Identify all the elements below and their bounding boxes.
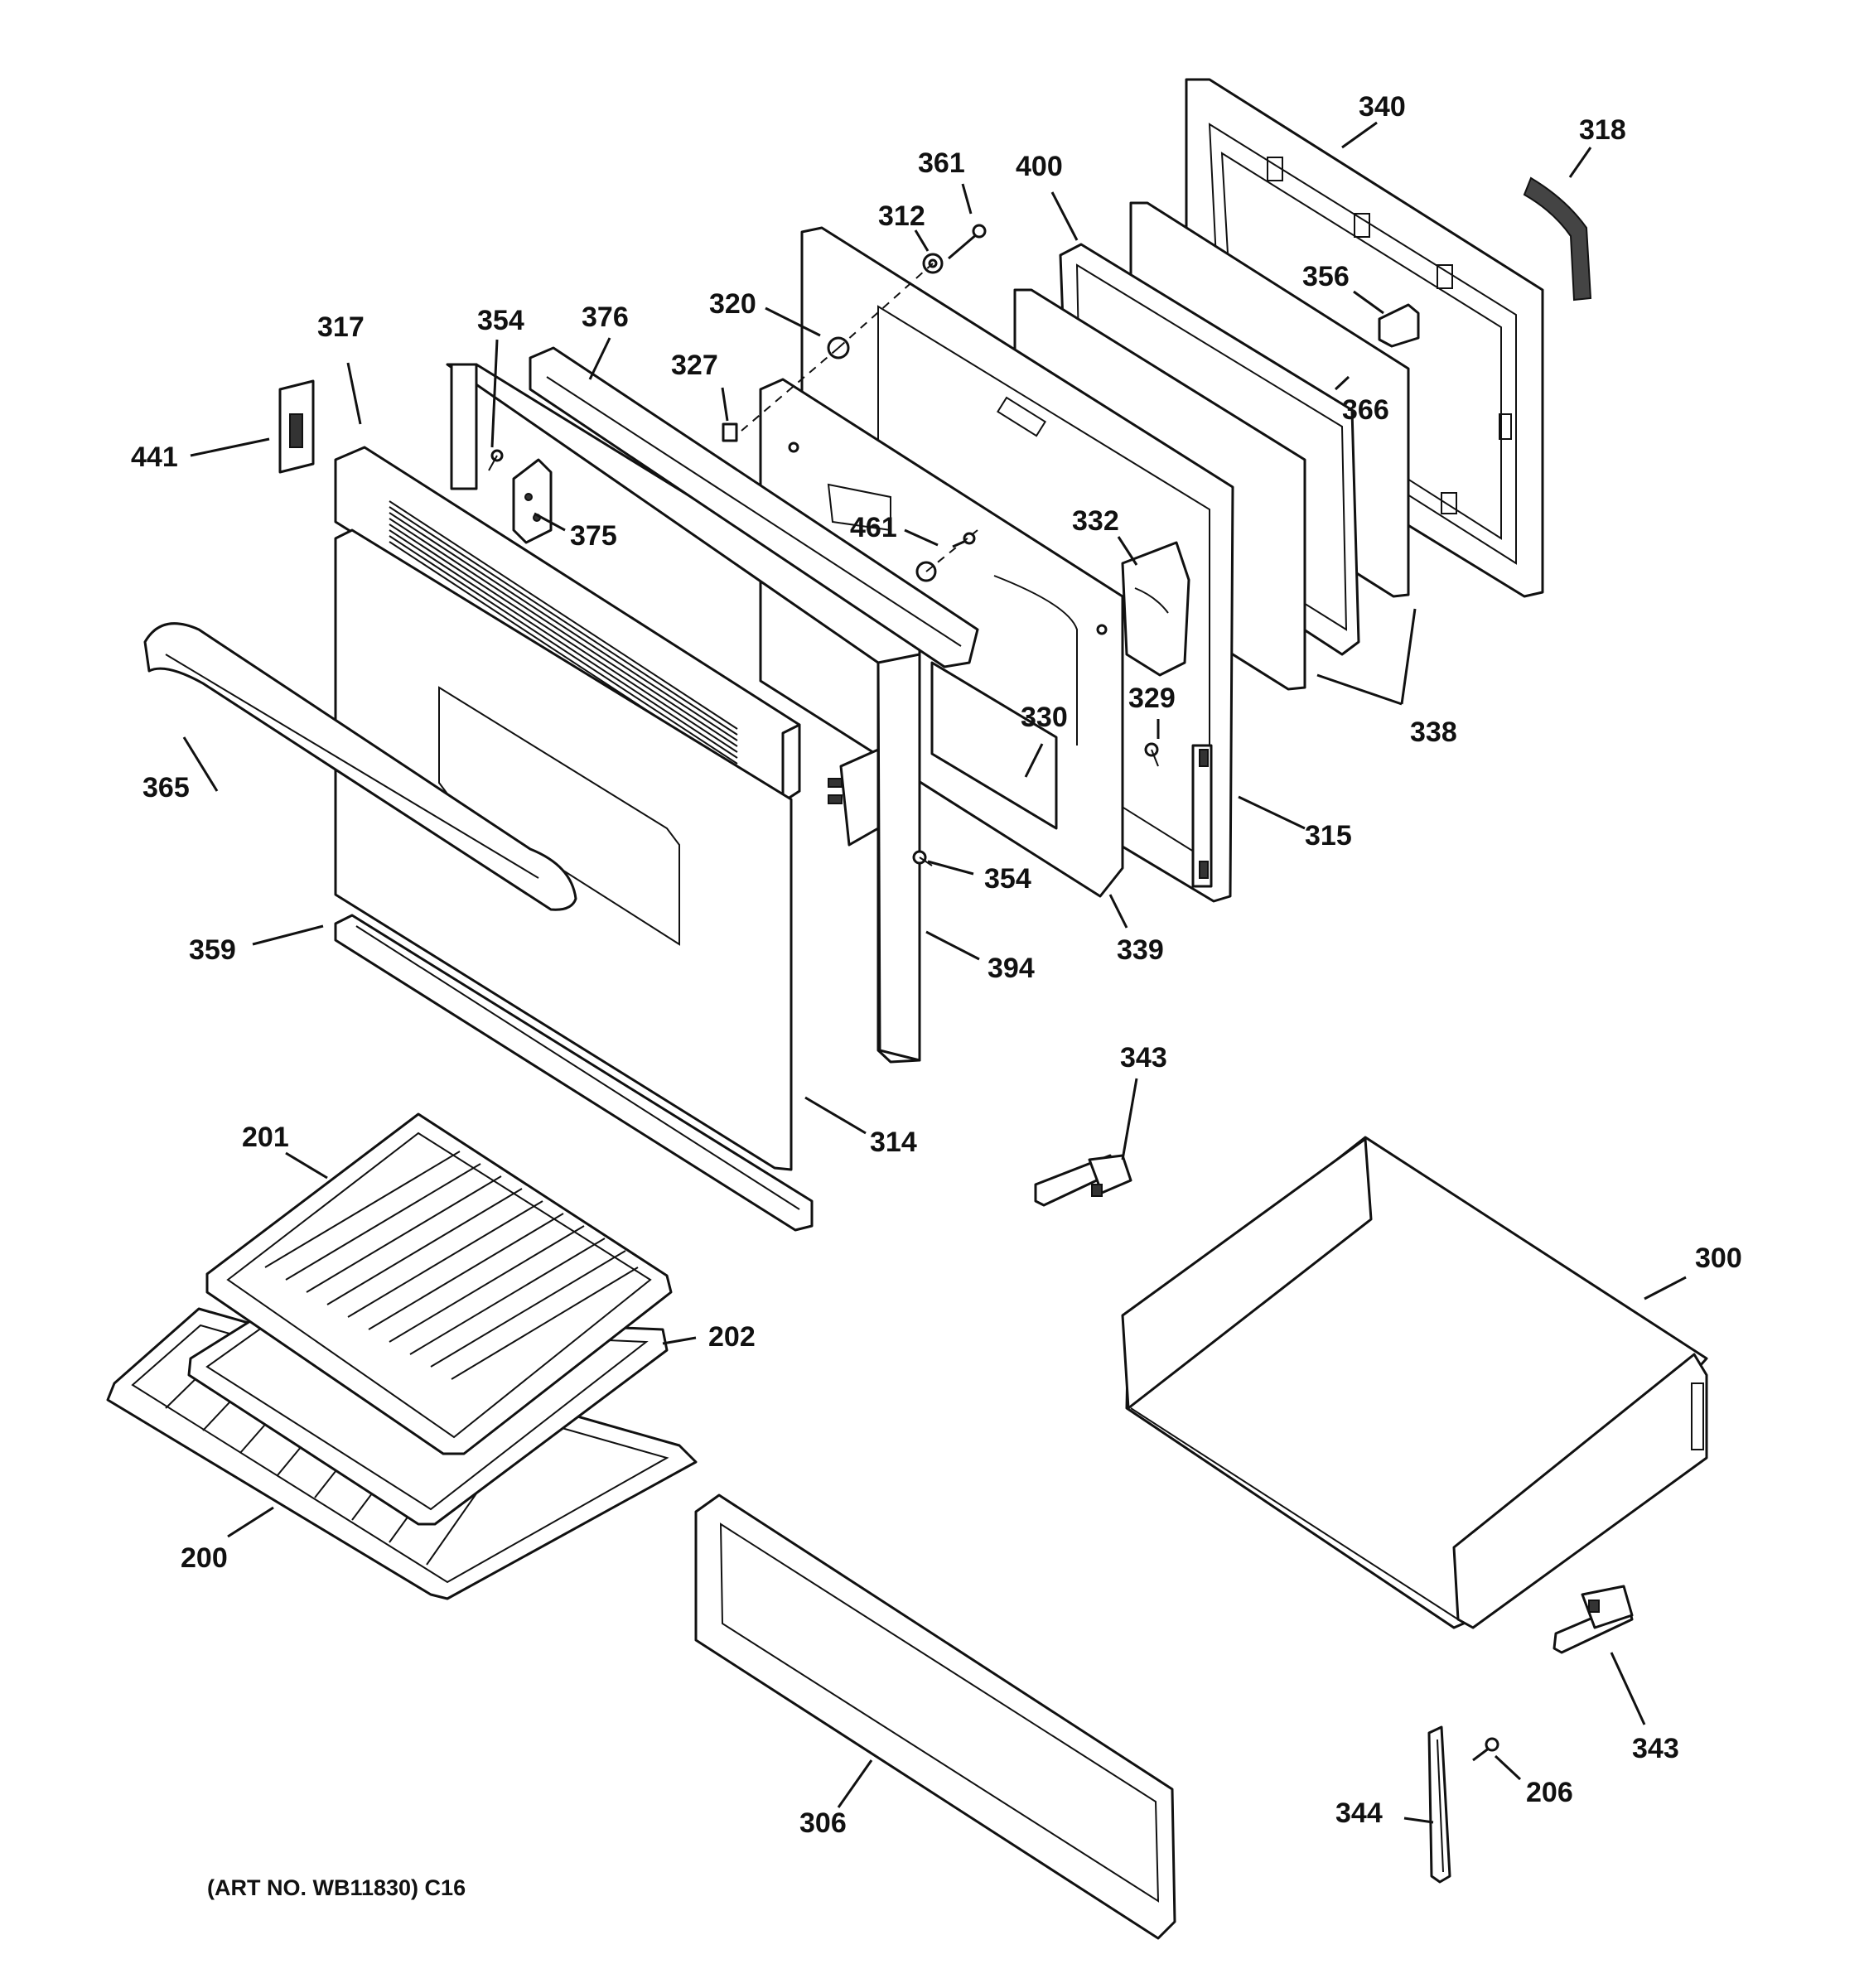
label-366: 366 (1342, 394, 1389, 426)
grid-slots (264, 1151, 639, 1380)
label-318: 318 (1579, 114, 1626, 146)
label-354-lower: 354 (984, 863, 1031, 895)
drawer-front-306 (694, 1493, 1176, 1940)
label-344: 344 (1335, 1797, 1383, 1829)
label-343-upper: 343 (1120, 1042, 1167, 1074)
label-315: 315 (1305, 820, 1352, 852)
roller-343-lower (1553, 1585, 1634, 1654)
label-327: 327 (671, 350, 718, 381)
screw-361 (948, 224, 987, 260)
label-340: 340 (1359, 91, 1406, 123)
switch-441 (278, 379, 315, 474)
label-461: 461 (850, 512, 897, 543)
art-number-footer: (ART NO. WB11830) C16 (207, 1875, 466, 1900)
broiler-grid-201 (205, 1112, 673, 1455)
vent-channel-376 (529, 346, 979, 668)
label-356: 356 (1302, 261, 1350, 292)
screw-206 (1472, 1737, 1499, 1762)
slide-344 (1427, 1725, 1451, 1884)
part-labels: 340 318 361 400 312 356 320 317 354 376 … (131, 91, 1742, 1839)
label-329: 329 (1128, 683, 1176, 714)
label-365: 365 (142, 772, 190, 803)
hinge-bracket-375 (512, 458, 553, 544)
bottom-trim-359 (334, 914, 814, 1232)
label-306: 306 (799, 1807, 847, 1839)
screw-354-upper (488, 449, 504, 471)
panel-330 (930, 661, 1058, 830)
label-201: 201 (242, 1122, 289, 1153)
label-361: 361 (918, 147, 965, 179)
drawer-300 (1121, 1136, 1708, 1629)
screw-354-lower (912, 850, 933, 866)
label-202: 202 (708, 1321, 756, 1353)
label-330: 330 (1021, 702, 1068, 733)
label-332: 332 (1072, 505, 1119, 537)
label-314: 314 (870, 1127, 917, 1158)
assembly-line-3 (925, 529, 978, 572)
roller-343-upper (1034, 1154, 1132, 1207)
assembly-line-2 (741, 347, 839, 432)
label-354-upper: 354 (477, 305, 524, 336)
label-375: 375 (570, 520, 617, 552)
insulation-332 (1121, 541, 1190, 677)
label-338: 338 (1410, 717, 1457, 748)
handle-365 (143, 622, 577, 911)
label-206: 206 (1526, 1777, 1573, 1808)
label-394: 394 (988, 953, 1035, 984)
label-320: 320 (709, 288, 756, 320)
label-376: 376 (582, 302, 629, 333)
label-300: 300 (1695, 1242, 1742, 1274)
label-359: 359 (189, 934, 236, 966)
label-339: 339 (1117, 934, 1164, 966)
door-panel-394 (446, 363, 921, 1064)
label-200: 200 (181, 1542, 228, 1574)
label-317: 317 (317, 311, 365, 343)
door-front-314 (334, 528, 793, 1171)
label-312: 312 (878, 200, 925, 232)
assembly-line-1 (838, 263, 934, 349)
label-343-lower: 343 (1632, 1733, 1679, 1764)
label-441: 441 (131, 442, 178, 473)
bracket-356 (1378, 303, 1420, 348)
clip-327 (722, 422, 738, 442)
gasket-318 (1523, 176, 1592, 302)
label-400: 400 (1016, 151, 1063, 182)
leader-lines (182, 121, 1687, 1824)
screw-329 (1144, 742, 1159, 767)
